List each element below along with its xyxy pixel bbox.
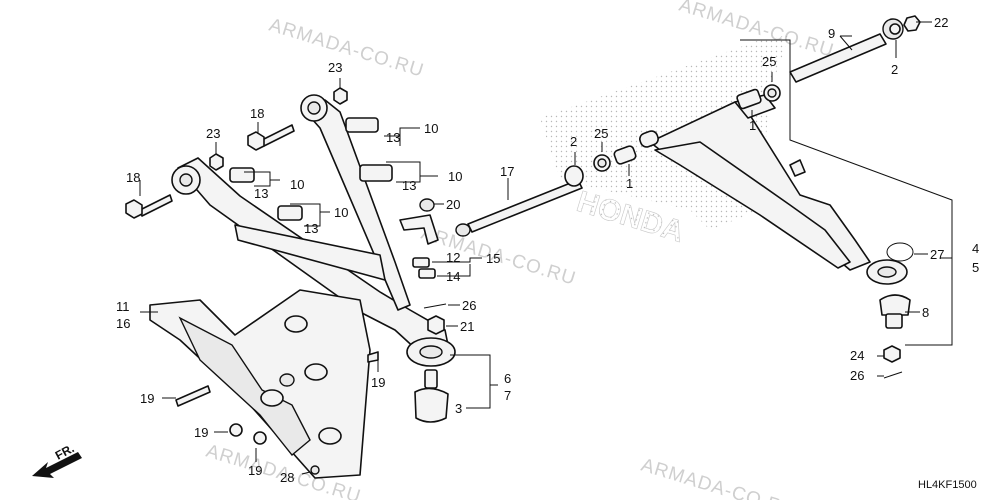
leader-lines [139, 21, 952, 475]
callout-8: 8 [922, 305, 929, 320]
callout-5: 5 [972, 260, 979, 275]
callout-13: 13 [402, 178, 416, 193]
long-bolt [455, 145, 637, 237]
callout-6: 6 [504, 371, 511, 386]
callout-22: 22 [934, 15, 948, 30]
callout-26: 26 [462, 298, 476, 313]
callout-19: 19 [371, 375, 385, 390]
front-direction-arrow: FR. [32, 441, 82, 478]
callout-17: 17 [500, 164, 514, 179]
callout-4: 4 [972, 241, 979, 256]
callout-18: 18 [126, 170, 140, 185]
callout-13: 13 [304, 221, 318, 236]
callout-15: 15 [486, 251, 500, 266]
callout-20: 20 [446, 197, 460, 212]
callout-19: 19 [140, 391, 154, 406]
skid-plate [149, 289, 379, 479]
callout-10: 10 [334, 205, 348, 220]
watermark-text: ARMADA-CO.RU [639, 455, 799, 500]
callout-10: 10 [424, 121, 438, 136]
diagram-code: HL4KF1500 [918, 479, 977, 491]
callout-25: 25 [594, 126, 608, 141]
callout-2: 2 [570, 134, 577, 149]
callout-26: 26 [850, 368, 864, 383]
pivot-shaft [789, 33, 887, 83]
callout-10: 10 [448, 169, 462, 184]
callout-3: 3 [455, 401, 462, 416]
callout-13: 13 [386, 130, 400, 145]
callout-numbers: 9 22 2 25 1 2 25 1 17 27 4 5 8 24 26 23 … [116, 15, 979, 485]
callout-14: 14 [446, 269, 460, 284]
callout-11: 11 [116, 299, 130, 314]
callout-19: 19 [248, 463, 262, 478]
left-arm-assembly [125, 87, 456, 423]
callout-2: 2 [891, 62, 898, 77]
callout-24: 24 [850, 348, 864, 363]
callout-13: 13 [254, 186, 268, 201]
callout-21: 21 [460, 319, 474, 334]
right-arm-assembly [639, 15, 921, 379]
callout-9: 9 [828, 26, 835, 41]
callout-23: 23 [206, 126, 220, 141]
callout-19: 19 [194, 425, 208, 440]
callout-1: 1 [626, 176, 633, 191]
assembly-bracket-outline [740, 39, 953, 346]
callout-25: 25 [762, 54, 776, 69]
callout-7: 7 [504, 388, 511, 403]
callout-28: 28 [280, 470, 294, 485]
callout-12: 12 [446, 250, 460, 265]
callout-10: 10 [290, 177, 304, 192]
callout-16: 16 [116, 316, 130, 331]
watermark-text: ARMADA-CO.RU [267, 15, 427, 82]
callout-18: 18 [250, 106, 264, 121]
callout-23: 23 [328, 60, 342, 75]
callout-27: 27 [930, 247, 944, 262]
callout-1: 1 [749, 118, 756, 133]
